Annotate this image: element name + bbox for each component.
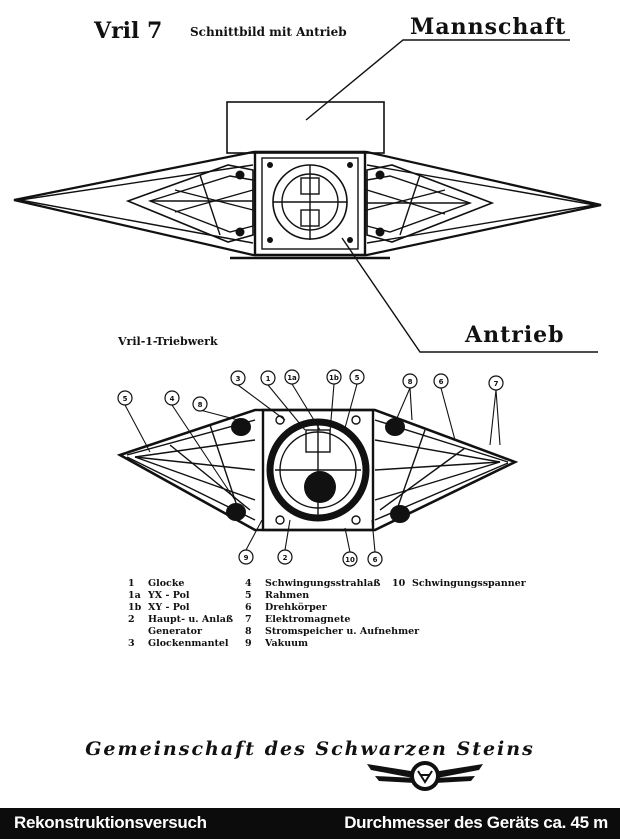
- footer-right-text: Durchmesser des Geräts ca. 45 m: [344, 813, 608, 832]
- callout-top-1: 3: [236, 375, 241, 383]
- leader-mannschaft: [305, 39, 570, 121]
- callout-bottom-4: 6: [373, 556, 378, 564]
- legend-item: Generator: [148, 626, 202, 637]
- triebwerk-drawing: [116, 369, 519, 567]
- callout-left-2: 4: [170, 395, 175, 403]
- callout-bottom-1: 9: [244, 554, 249, 562]
- callout-top-3: 1a: [287, 374, 297, 382]
- diagram-subtitle: Schnittbild mit Antrieb: [190, 25, 347, 39]
- label-mannschaft: Mannschaft: [410, 14, 567, 40]
- footer-left-text: Rekonstruktionsversuch: [14, 813, 207, 832]
- engine-housing: [253, 150, 367, 257]
- callout-bottom-2: 2: [283, 554, 288, 562]
- callout-top-2: 1: [266, 375, 271, 383]
- callout-top-8: 7: [494, 380, 499, 388]
- leader-antrieb: [341, 237, 598, 353]
- engine-outer-frame: [116, 408, 519, 532]
- bell-ring: [266, 418, 370, 522]
- footer-bar: Rekonstruktionsversuch Durchmesser des G…: [0, 808, 620, 839]
- vacuum-core: [304, 471, 336, 503]
- callout-top-7: 6: [439, 378, 444, 386]
- callout-bottom-3: 10: [345, 556, 355, 564]
- label-antrieb: Antrieb: [465, 322, 565, 348]
- label-triebwerk: Vril-1-Triebwerk: [118, 335, 218, 348]
- callout-top-5: 5: [355, 374, 360, 382]
- callout-left-3: 8: [198, 401, 203, 409]
- diagram-title: Vril 7: [94, 18, 163, 44]
- craft-cross-section: [13, 39, 602, 353]
- winged-emblem-icon: [367, 761, 483, 791]
- callout-top-4: 1b: [329, 374, 339, 382]
- organization-name: Gemeinschaft des Schwarzen Steins: [85, 738, 535, 760]
- engine-core-box: [261, 408, 375, 532]
- callout-left-1: 5: [123, 395, 128, 403]
- crew-cabin: [226, 101, 385, 154]
- callout-top-6: 8: [408, 378, 413, 386]
- outer-hull: [13, 150, 602, 257]
